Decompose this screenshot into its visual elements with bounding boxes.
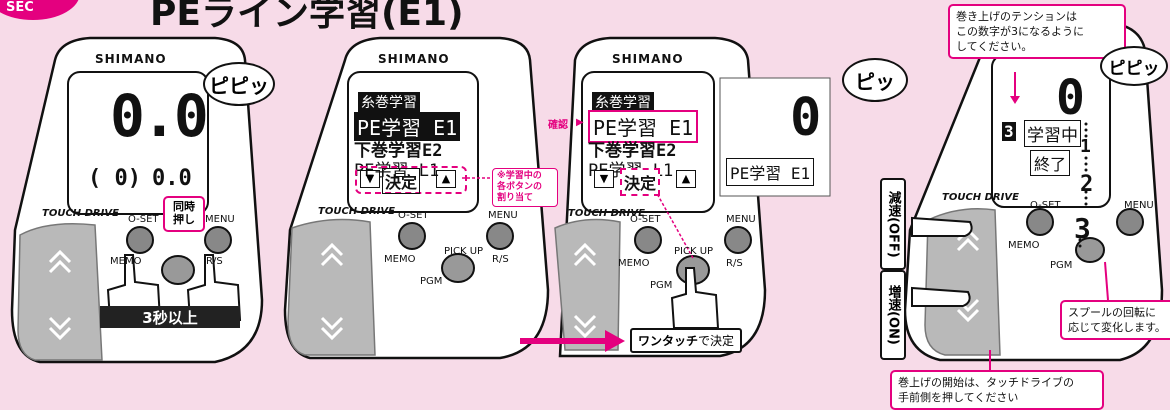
down-arrow-icon: ▼ xyxy=(594,170,614,188)
counter-right: 0.0 xyxy=(152,166,192,191)
touch-drive-logo: TOUCH DRIVE xyxy=(942,192,1019,203)
memo-label: MEMO xyxy=(384,254,416,265)
touch-drive-accelerate-area[interactable] xyxy=(928,282,992,342)
tension-note: 巻き上げのテンションは この数字が3になるように してください。 xyxy=(948,4,1126,59)
learning-status: 学習中 xyxy=(1024,120,1081,147)
counter-left: ( 0) xyxy=(88,166,141,191)
menu-title: 糸巻学習 xyxy=(592,92,654,112)
memo-label: MEMO xyxy=(1008,240,1040,251)
touch-drive-decelerate-area[interactable] xyxy=(928,222,992,276)
oset-button[interactable] xyxy=(640,232,656,248)
brand-logo: SHIMANO xyxy=(378,52,450,66)
pgm-label: PGM xyxy=(420,276,443,287)
oset-label: O-SET xyxy=(128,214,159,225)
simultaneous-press-label: 同時 押し xyxy=(163,196,205,232)
up-arrow-icon: ▲ xyxy=(436,170,456,188)
menu-label: MENU xyxy=(1124,200,1154,211)
up-arrow-icon: ▲ xyxy=(676,170,696,188)
onetouch-rest-text: で決定 xyxy=(698,334,735,348)
assignment-note: ※学習中の 各ボタンの 割り当て xyxy=(492,168,558,207)
pickup-label: PICK UP xyxy=(674,246,714,257)
touch-drive-logo: TOUCH DRIVE xyxy=(42,208,119,219)
menu-button[interactable] xyxy=(492,228,508,244)
brand-logo: SHIMANO xyxy=(612,52,684,66)
depth-display: 0.0 xyxy=(110,82,209,150)
menu-label: MENU xyxy=(488,210,518,221)
acceleration-label: 増速(ON) xyxy=(880,270,906,360)
menu-item-lower-e2[interactable]: 下巻学習E2 xyxy=(588,141,677,161)
scale-3: 3 xyxy=(1074,212,1091,245)
result-label: PE学習 E1 xyxy=(726,158,815,186)
decide-softkey: 決定 xyxy=(382,168,421,194)
pickup-button[interactable] xyxy=(679,258,707,282)
brand-logo: SHIMANO xyxy=(95,52,167,66)
result-value: 0 xyxy=(790,88,822,148)
tension-value: 3 xyxy=(1002,122,1016,141)
onetouch-label: ワンタッチで決定 xyxy=(630,328,743,353)
depth-display: 0 xyxy=(1056,70,1085,126)
page-title: PEライン学習(E1) xyxy=(150,0,464,34)
menu-item-pe-e1[interactable]: PE学習 E1 xyxy=(588,110,699,143)
finish-label: 終了 xyxy=(1030,150,1071,176)
menu-item-lower-e2[interactable]: 下巻学習E2 xyxy=(354,141,443,161)
menu-label: MENU xyxy=(726,214,756,225)
oset-label: O-SET xyxy=(1030,200,1061,211)
menu-button[interactable] xyxy=(730,232,746,248)
onetouch-bold-text: ワンタッチ xyxy=(638,334,699,348)
oset-button[interactable] xyxy=(1032,214,1048,230)
oset-button[interactable] xyxy=(404,228,420,244)
pgm-label: PGM xyxy=(1050,260,1073,271)
memo-label: MEMO xyxy=(110,256,142,267)
confirm-label: 確認 xyxy=(548,120,568,131)
menu-label: MENU xyxy=(205,214,235,225)
scale-2: 2 xyxy=(1080,172,1094,197)
start-note: 巻上げの開始は、タッチドライブの 手前側を押してください xyxy=(890,370,1104,410)
oset-label: O-SET xyxy=(630,214,661,225)
oset-label: O-SET xyxy=(398,210,429,221)
down-arrow-icon: ▼ xyxy=(360,170,380,188)
rs-label: R/S xyxy=(206,256,223,267)
pickup-button[interactable] xyxy=(164,258,192,282)
beep-bubble: ピピッ xyxy=(1100,46,1168,86)
touch-drive-logo: TOUCH DRIVE xyxy=(318,206,395,217)
section-label: SEC xyxy=(6,0,34,15)
beep-bubble: ピピッ xyxy=(203,62,275,106)
memo-label: MEMO xyxy=(618,258,650,269)
pickup-button[interactable] xyxy=(444,256,472,280)
spool-note: スプールの回転に 応じて変化します。 xyxy=(1060,300,1170,340)
deceleration-label: 減速(OFF) xyxy=(880,178,906,270)
rs-label: R/S xyxy=(726,258,743,269)
beep-bubble: ピッ xyxy=(842,58,908,102)
section-badge xyxy=(0,0,80,20)
duration-bar: 3秒以上 xyxy=(100,306,240,328)
rs-label: R/S xyxy=(492,254,509,265)
confirm-arrow-icon: ▶ xyxy=(576,117,584,128)
pgm-label: PGM xyxy=(650,280,673,291)
menu-item-pe-e1[interactable]: PE学習 E1 xyxy=(354,112,461,141)
menu-title: 糸巻学習 xyxy=(358,92,420,112)
touch-drive-logo: TOUCH DRIVE xyxy=(568,208,645,219)
menu-button[interactable] xyxy=(1122,214,1138,230)
pickup-label: PICK UP xyxy=(444,246,484,257)
oset-button[interactable] xyxy=(132,236,148,252)
menu-button[interactable] xyxy=(210,236,226,252)
decide-softkey: 決定 xyxy=(620,168,661,196)
scale-1: 1 xyxy=(1080,136,1091,157)
